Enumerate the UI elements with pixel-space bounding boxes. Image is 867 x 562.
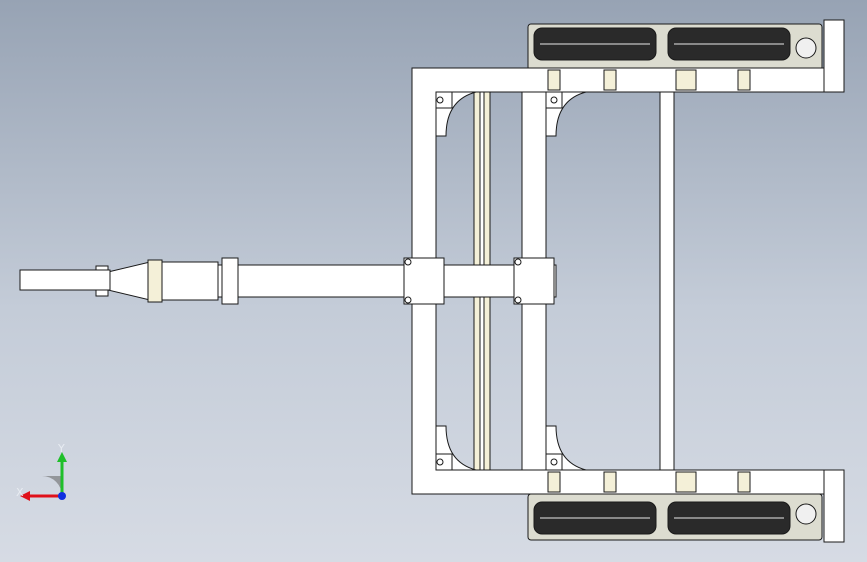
y-axis-label: Y [58,442,65,455]
hitch-arm [107,261,219,301]
end-cap-bottom [823,469,845,543]
caster-wheel-bottom [795,503,817,525]
bolts [404,96,558,466]
corner-gussets [435,91,587,471]
tongue-assembly[interactable] [19,257,557,305]
x-axis-label: X [16,486,24,499]
z-axis-dot [58,492,66,500]
wheel-assembly-bottom[interactable] [527,493,823,541]
coordinate-triad [20,452,67,501]
caster-wheel-top [795,37,817,59]
hitch-coupler [19,269,111,291]
tongue-clamp-2 [513,257,555,305]
tongue-beam [217,264,557,298]
main-frame[interactable] [411,19,845,543]
tongue-clamp-1 [403,257,445,305]
tongue-end-plate [221,257,239,305]
wheel-assembly-top[interactable] [527,23,823,71]
end-cap-top [823,19,845,93]
axle-brackets [547,69,751,493]
